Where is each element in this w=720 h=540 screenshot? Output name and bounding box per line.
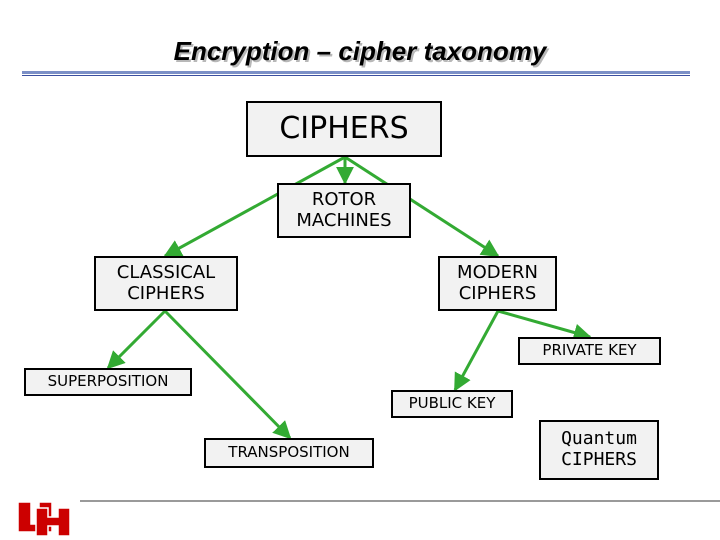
- node-rotor-machines: ROTOR MACHINES: [277, 183, 411, 238]
- slide-title: Encryption – cipher taxonomy: [173, 36, 547, 66]
- arrow-modern-to-public: [453, 310, 500, 392]
- node-private-key: PRIVATE KEY: [518, 337, 661, 365]
- footer-rule: [80, 500, 720, 502]
- arrow-ciphers-to-modern: [344, 155, 500, 258]
- node-modern-ciphers: MODERN CIPHERS: [438, 256, 557, 311]
- title-rule: [22, 71, 690, 74]
- node-transposition: TRANSPOSITION: [204, 438, 374, 468]
- node-classical-ciphers: CLASSICAL CIPHERS: [94, 256, 238, 311]
- title-rule-thin: [22, 75, 690, 76]
- node-superposition: SUPERPOSITION: [24, 368, 192, 396]
- arrow-ciphers-to-classical: [163, 155, 346, 258]
- node-ciphers: CIPHERS: [246, 101, 442, 157]
- arrow-classical-to-transposition: [163, 309, 292, 440]
- arrow-modern-to-private: [497, 309, 592, 342]
- arrow-classical-to-superposition: [106, 309, 167, 370]
- uh-logo-icon: [17, 501, 71, 537]
- node-public-key: PUBLIC KEY: [391, 390, 513, 418]
- node-quantum-ciphers: Quantum CIPHERS: [539, 420, 659, 480]
